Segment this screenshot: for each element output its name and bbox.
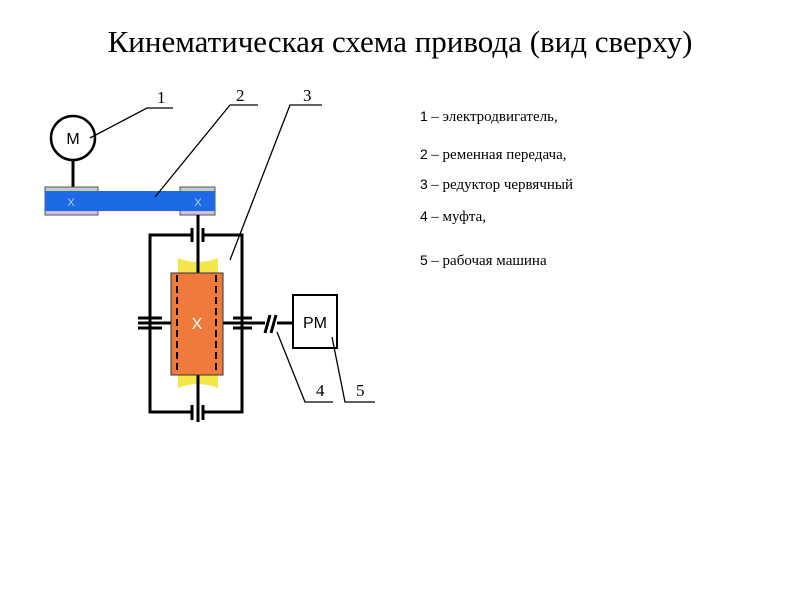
callout-1: 1 bbox=[157, 88, 166, 107]
legend-item: 2 – ременная передача, bbox=[420, 146, 567, 163]
callout-3: 3 bbox=[303, 86, 312, 105]
worm-label: X bbox=[192, 316, 203, 333]
slide-title: Кинематическая схема привода (вид сверху… bbox=[107, 24, 693, 59]
callout-lines bbox=[89, 104, 375, 403]
working-machine-symbol bbox=[292, 294, 338, 349]
motor-label: M bbox=[66, 131, 79, 148]
callout-5: 5 bbox=[356, 381, 365, 400]
belt-drive: X X bbox=[44, 186, 216, 216]
legend-item: 4 – муфта, bbox=[420, 208, 487, 225]
legend-item: 5 – рабочая машина bbox=[420, 252, 547, 269]
legend-item: 1 – электродвигатель, bbox=[420, 108, 558, 125]
worm-reducer bbox=[138, 215, 293, 422]
worm-wheel bbox=[170, 272, 224, 376]
legend-item: 3 – редуктор червячный bbox=[420, 176, 573, 193]
coupling-symbol bbox=[263, 314, 278, 334]
callout-4: 4 bbox=[316, 381, 325, 400]
callout-2: 2 bbox=[236, 86, 245, 105]
machine-label: PM bbox=[303, 315, 327, 332]
svg-text:X: X bbox=[67, 197, 75, 209]
svg-text:X: X bbox=[194, 197, 202, 209]
